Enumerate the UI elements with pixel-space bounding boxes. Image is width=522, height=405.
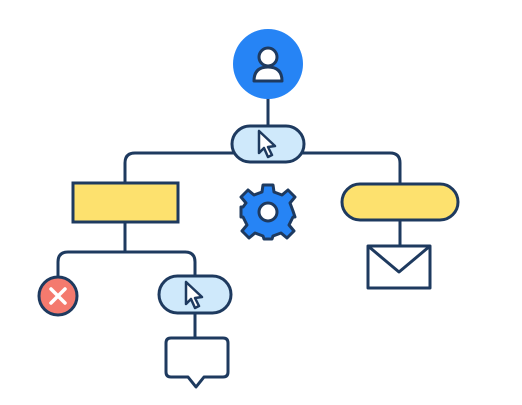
gear-icon [239,183,297,241]
edge-left-process-to-decision-bottom [183,250,197,278]
edge-left-process-to-cancel [56,250,187,282]
cancel-node[interactable] [37,275,79,317]
envelope-icon [366,244,432,290]
email-node[interactable] [366,244,432,290]
cursor-icon [257,129,277,159]
connectors [56,95,402,340]
decision-bottom-node[interactable] [157,274,233,315]
message-node[interactable] [164,336,230,389]
chat-bubble-icon [164,336,230,389]
left-process-node[interactable] [71,181,180,224]
cursor-icon [184,280,204,310]
edge-decision-top-to-left-process [123,151,235,185]
close-icon [49,287,67,305]
settings-node[interactable] [239,183,297,241]
decision-top-node[interactable] [230,124,306,164]
user-node[interactable] [233,29,303,99]
right-process-node[interactable] [340,182,460,222]
edge-decision-top-to-right-process [301,151,402,186]
user-icon [252,46,284,83]
